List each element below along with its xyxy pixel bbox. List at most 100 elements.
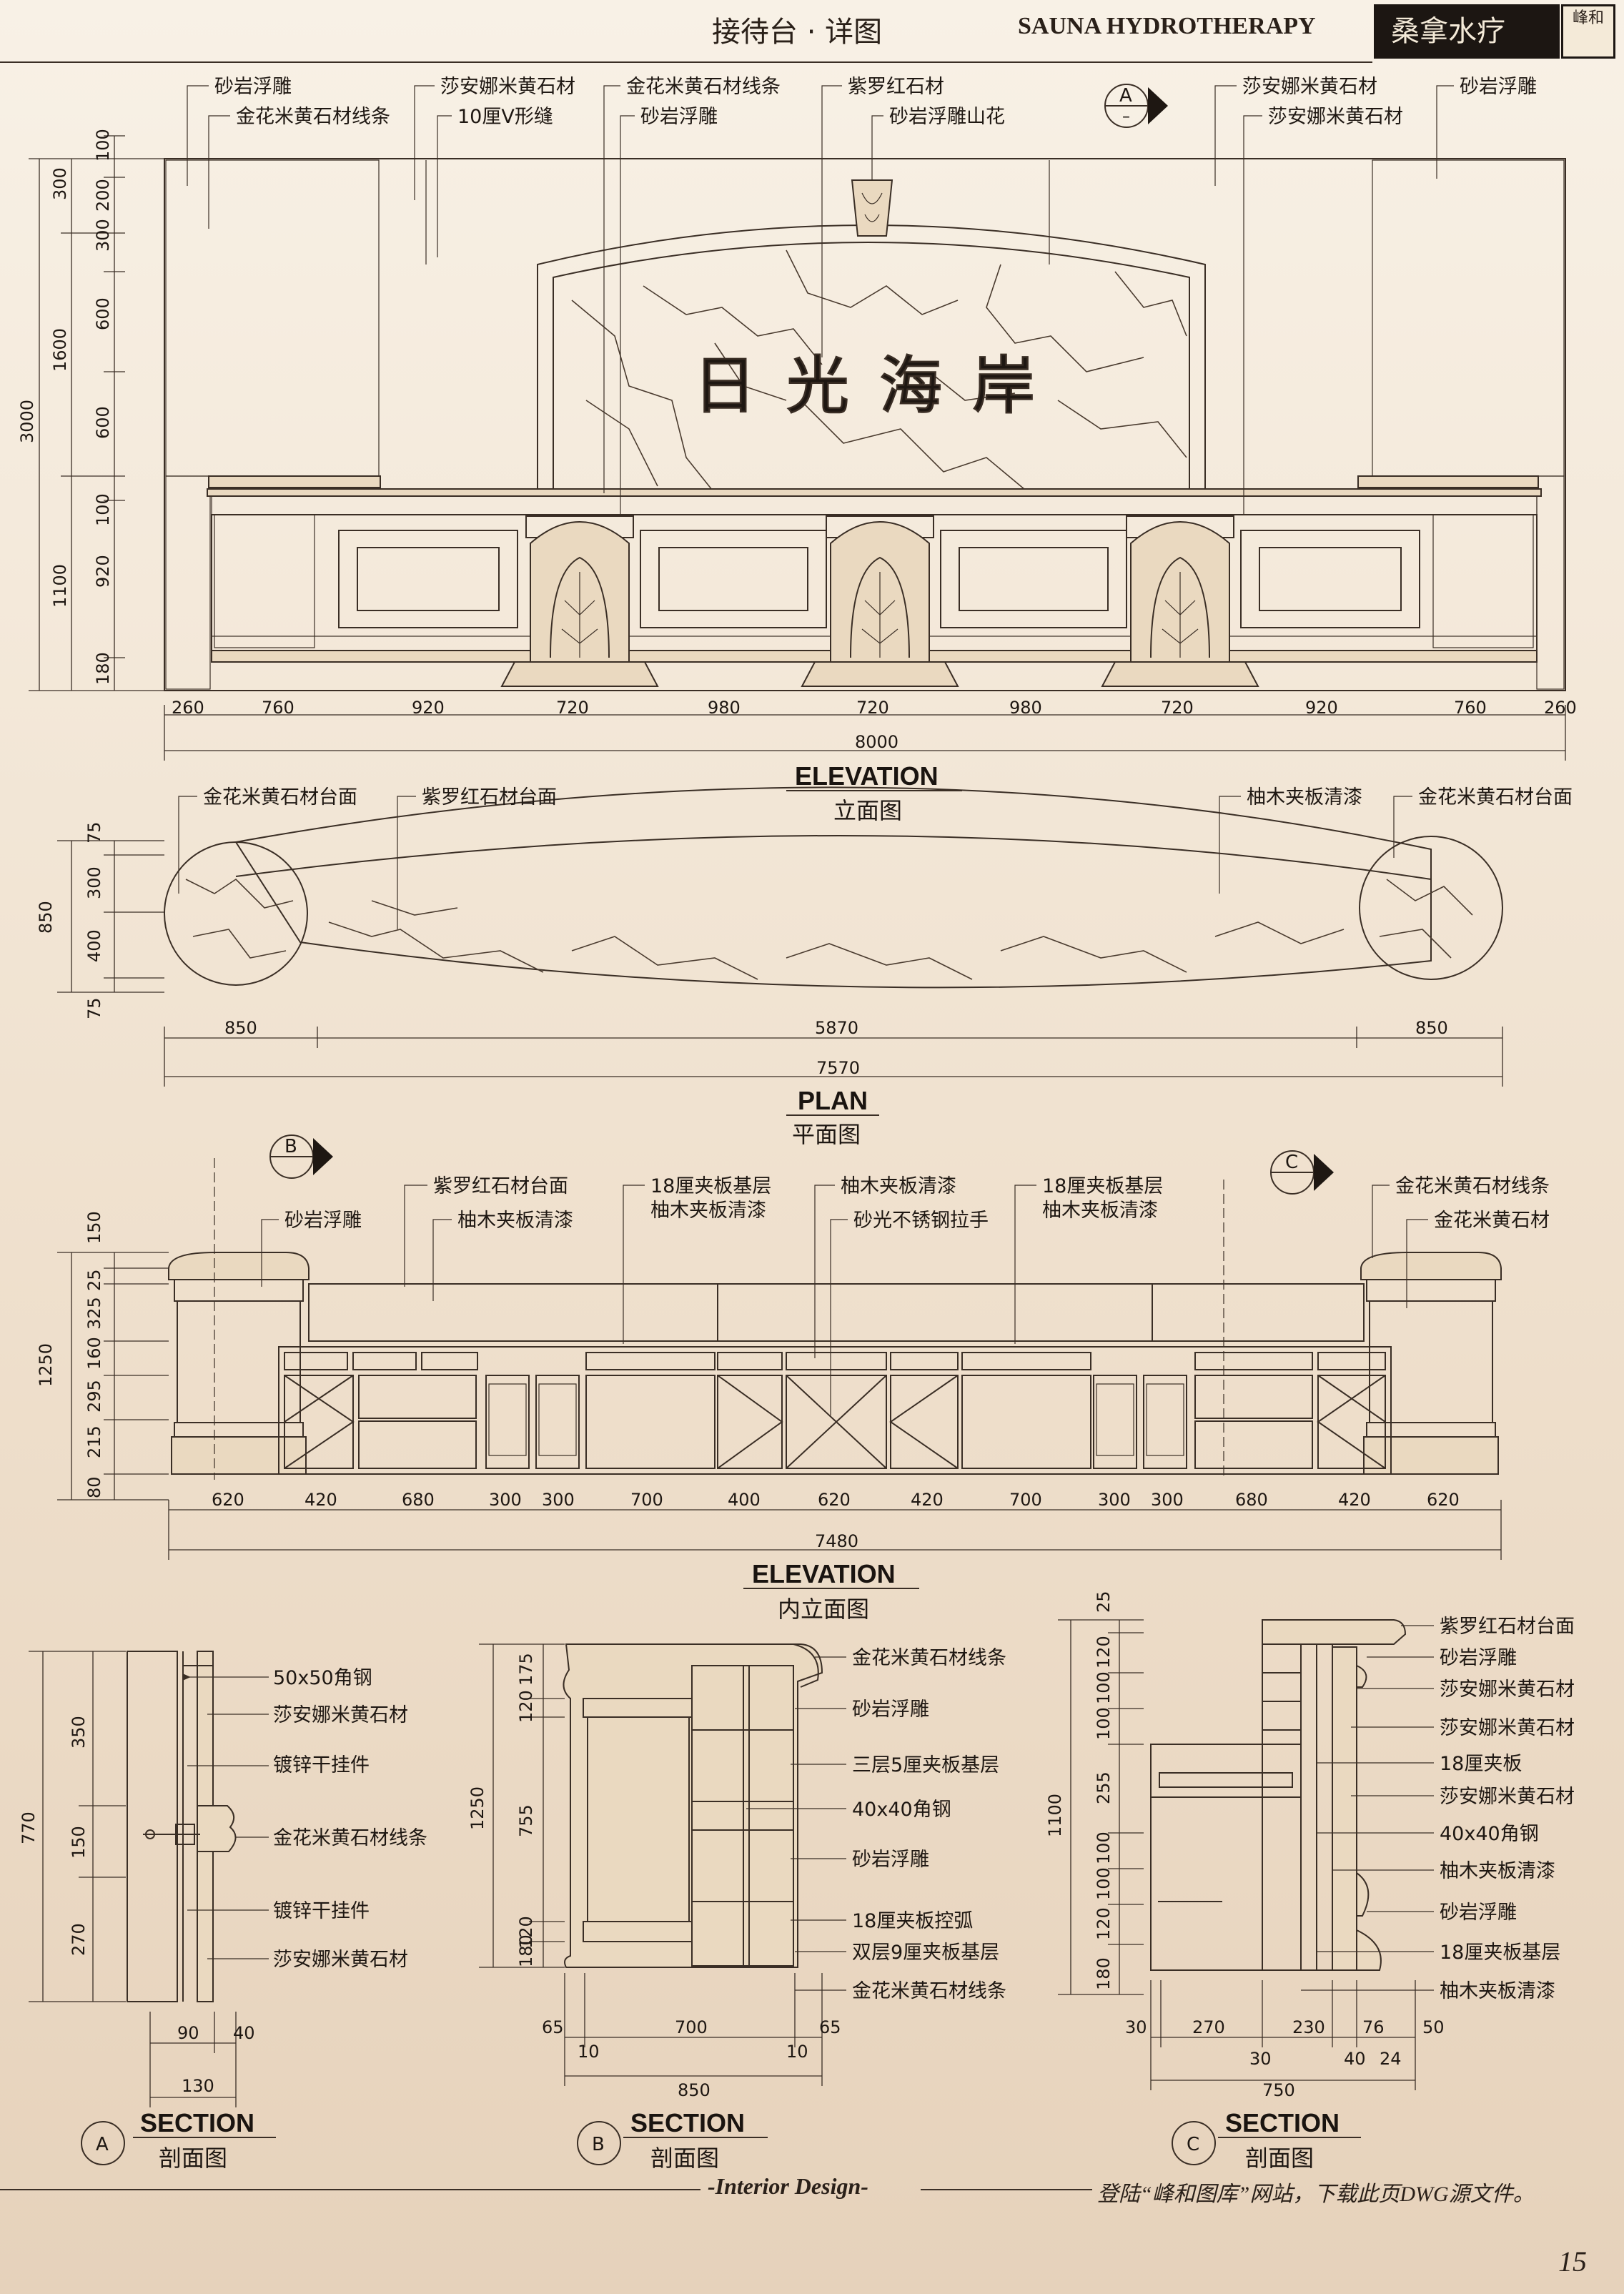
callout: 紫罗红石材台面 (1440, 1616, 1575, 1638)
dim: 80 (84, 1476, 104, 1498)
callout: 莎安娜米黄石材 (440, 76, 575, 98)
callout: 镀锌干挂件 (273, 1754, 370, 1776)
arch-frame (537, 224, 1206, 493)
section-a-callouts: 50x50角钢 莎安娜米黄石材 镀锌干挂件 金花米黄石材线条 镀锌干挂件 莎安娜… (183, 1667, 427, 1971)
dim: 180 (93, 652, 113, 685)
dim: 75 (84, 821, 104, 844)
dim: 160 (84, 1337, 104, 1370)
dim: 850 (224, 1018, 257, 1038)
wall-hatch (127, 1651, 178, 2002)
callout: 金花米黄石材线条 (626, 76, 781, 98)
dim: 920 (93, 555, 113, 588)
dim: 120 (516, 1916, 536, 1949)
callout: 莎安娜米黄石材 (1440, 1786, 1575, 1808)
dim: 215 (84, 1425, 104, 1458)
callout: 柚木夹板清漆 (650, 1200, 766, 1222)
view-title-en: ELEVATION (795, 761, 939, 791)
view-title-en: SECTION (630, 2108, 745, 2137)
lattice-panel-left (214, 514, 315, 648)
callout: 莎安娜米黄石材 (273, 1949, 408, 1971)
callout: 柚木夹板清漆 (1440, 1980, 1555, 2002)
view-title-cn: 平面图 (792, 1121, 861, 1148)
sheet-title: 接待台 · 详图 (712, 16, 883, 49)
dim: 255 (1094, 1771, 1114, 1804)
callout: 三层5厘夹板基层 (852, 1754, 999, 1776)
arch-inner (553, 242, 1190, 493)
end-disc-right (1359, 836, 1503, 980)
dim: 1100 (1045, 1794, 1065, 1837)
callout: 莎安娜米黄石材 (273, 1704, 408, 1726)
view-title-cn: 立面图 (833, 797, 902, 824)
callout: 金花米黄石材台面 (203, 786, 357, 809)
callout: 砂光不锈钢拉手 (853, 1210, 989, 1232)
callout: 砂岩浮雕山花 (889, 106, 1005, 128)
dim: 700 (630, 1490, 663, 1510)
dim: 620 (212, 1490, 244, 1510)
section-a-drawing (127, 1651, 237, 2002)
dim: 180 (516, 1934, 536, 1967)
dim: 7570 (816, 1058, 860, 1078)
dim: 600 (93, 406, 113, 439)
callout: 砂岩浮雕 (1440, 1902, 1517, 1924)
dim: 76 (1362, 2017, 1385, 2037)
section-b-title: B SECTION 剖面图 (577, 2108, 768, 2172)
counter-top-outline (234, 786, 1432, 989)
shelf-grid-left (308, 1283, 718, 1342)
callout: 18厘夹板控弧 (852, 1910, 973, 1932)
dim: 920 (412, 698, 445, 718)
callout: 紫罗红石材 (848, 76, 944, 98)
dim: 175 (516, 1653, 536, 1686)
section-c-title: C SECTION 剖面图 (1172, 2108, 1361, 2172)
view-title-cn: 剖面图 (650, 2145, 719, 2172)
callout: 金花米黄石材线条 (236, 106, 390, 128)
dim: 1100 (50, 564, 70, 608)
dim: 8000 (855, 732, 898, 752)
dim: 65 (819, 2017, 841, 2037)
cabinet-doors (284, 1352, 1386, 1469)
dim: 120 (1094, 1907, 1114, 1940)
elevation-wall (164, 158, 1566, 691)
section-marker-a: A – (1104, 84, 1168, 128)
sign-char: 光 (786, 349, 849, 422)
lattice-panel-right (1432, 514, 1534, 648)
svg-text:–: – (1122, 108, 1130, 126)
callout: 砂岩浮雕 (640, 106, 718, 128)
callout: 50x50角钢 (273, 1667, 372, 1689)
section-b-dim-text: 1250 175 120 755 120 180 65 700 65 10 10… (467, 1653, 841, 2100)
callout: 砂岩浮雕 (852, 1849, 929, 1871)
counter-frieze (211, 494, 1538, 515)
inner-elevation-callouts: 紫罗红石材台面 柚木夹板清漆 18厘夹板基层 柚木夹板清漆 柚木夹板清漆 砂光不… (261, 1175, 1550, 1415)
callout: 紫罗红石材台面 (433, 1175, 568, 1197)
section-c-callouts: 紫罗红石材台面 砂岩浮雕 莎安娜米黄石材 莎安娜米黄石材 18厘夹板 莎安娜米黄… (1301, 1616, 1575, 2002)
logo-text: 峰和 (1572, 9, 1604, 27)
footer: -Interior Design- 登陆“峰和图库”网站，下载此页DWG源文件。 (0, 2173, 1624, 2209)
callout: 莎安娜米黄石材 (1440, 1717, 1575, 1739)
dim: 200 (93, 179, 113, 212)
footer-rule-mid (921, 2189, 1092, 2190)
dim: 850 (36, 901, 56, 934)
dim: 420 (304, 1490, 337, 1510)
end-disc-left (164, 841, 308, 986)
section-marker-c: C (1223, 1150, 1334, 1480)
dim: 300 (93, 219, 113, 252)
dim: 1250 (467, 1786, 487, 1830)
dim: 180 (1094, 1957, 1114, 1990)
callout: 柚木夹板清漆 (457, 1210, 573, 1232)
dim: 980 (708, 698, 741, 718)
dim: 10 (786, 2042, 808, 2062)
dim: 230 (1292, 2017, 1325, 2037)
scroll-relief-left (165, 159, 380, 477)
dim: 7480 (815, 1531, 858, 1551)
dim: 920 (1305, 698, 1338, 718)
dim: 65 (542, 2017, 564, 2037)
sign-char: 海 (879, 349, 942, 422)
dim: 420 (1338, 1490, 1371, 1510)
dim: 350 (69, 1716, 89, 1749)
marker-letter: C (1285, 1152, 1298, 1173)
dim: 5870 (815, 1018, 858, 1038)
dim: 1600 (50, 328, 70, 372)
callout: 砂岩浮雕 (284, 1210, 362, 1232)
dim: 300 (1151, 1490, 1184, 1510)
section-letter: C (1187, 2134, 1199, 2155)
moulding-profile (197, 1805, 237, 1852)
